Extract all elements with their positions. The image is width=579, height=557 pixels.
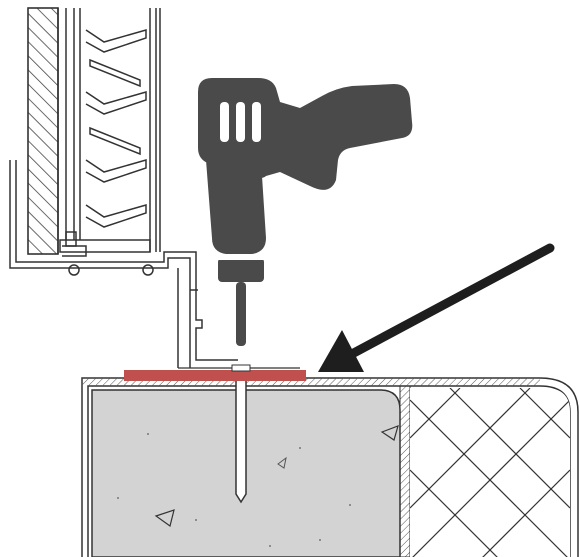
drilled-hole — [235, 378, 247, 504]
sealing-strip — [124, 364, 306, 381]
insulation-crosshatch — [410, 388, 570, 557]
window-frame-profile — [9, 8, 238, 368]
wall-hatching — [27, 7, 59, 255]
power-drill-icon — [198, 78, 413, 346]
drill-bit — [236, 282, 246, 346]
arrow-icon — [318, 243, 555, 372]
